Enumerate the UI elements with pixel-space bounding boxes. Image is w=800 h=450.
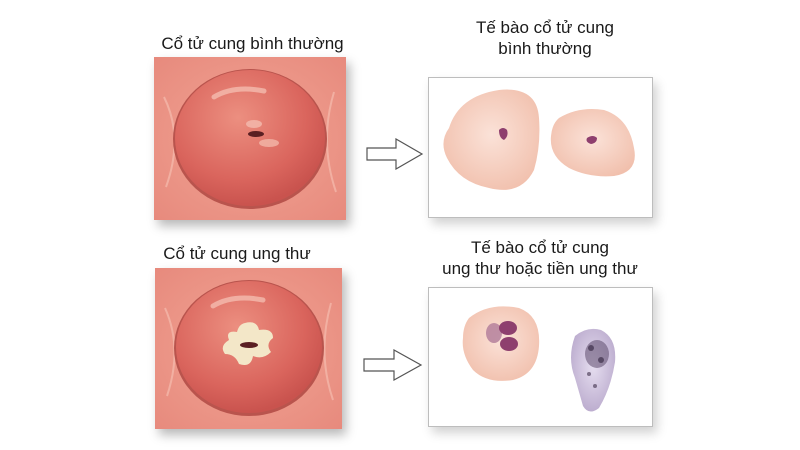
cancer-cells-label: Tế bào cổ tử cung ung thư hoặc tiền ung … (405, 237, 675, 279)
cancer-cervix-label: Cổ tử cung ung thư (163, 244, 311, 263)
cancer-cervix-image (155, 268, 342, 429)
normal-cells-label: Tế bào cổ tử cung bình thường (420, 17, 670, 59)
normal-cells-label-line2: bình thường (498, 39, 592, 58)
right-arrow-outline-icon (363, 348, 423, 382)
normal-cervix-image (154, 57, 346, 220)
cancer-cells-label-line2: ung thư hoặc tiền ung thư (442, 259, 638, 278)
normal-cervix-label: Cổ tử cung bình thường (161, 34, 344, 53)
right-arrow-outline-icon (366, 137, 424, 171)
normal-cells-label-line1: Tế bào cổ tử cung (475, 18, 615, 37)
normal-cells-panel (428, 77, 653, 218)
abnormal-cells-panel (428, 287, 653, 427)
cancer-cells-label-line1: Tế bào cổ tử cung (470, 238, 610, 257)
